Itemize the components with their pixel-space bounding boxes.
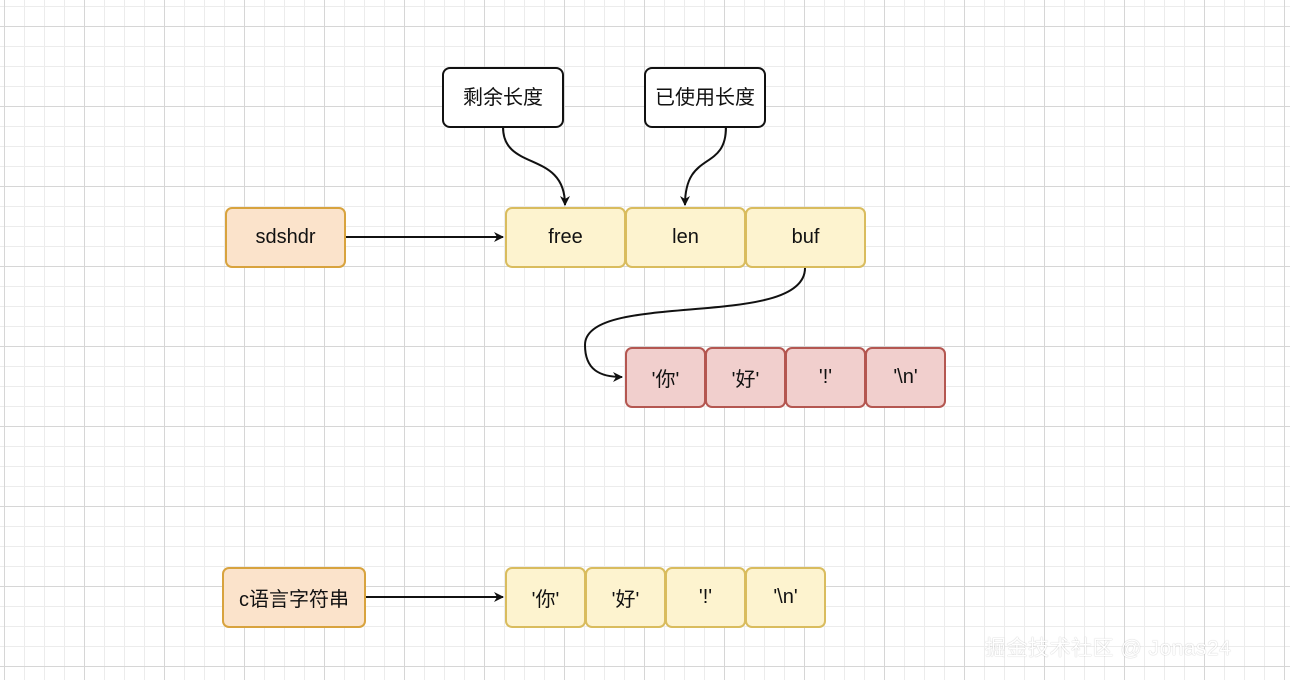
sds-field-len: len bbox=[625, 207, 746, 268]
c-char-newline: '\n' bbox=[745, 567, 826, 628]
arrow-buf-to-buffer bbox=[583, 267, 806, 382]
buffer-char-exclaim: '!' bbox=[785, 347, 866, 408]
sds-field-free: free bbox=[505, 207, 626, 268]
buffer-char-ni: '你' bbox=[625, 347, 706, 408]
used-length-callout: 已使用长度 bbox=[644, 67, 766, 128]
free-length-callout: 剩余长度 bbox=[442, 67, 564, 128]
sdshdr-box: sdshdr bbox=[225, 207, 346, 268]
c-string-box: c语言字符串 bbox=[222, 567, 366, 628]
c-char-hao: '好' bbox=[585, 567, 666, 628]
sds-field-buf: buf bbox=[745, 207, 866, 268]
watermark: 掘金技术社区 @ Jonas24 bbox=[985, 637, 1232, 660]
buffer-char-newline: '\n' bbox=[865, 347, 946, 408]
arrow-used-label-to-len bbox=[680, 126, 727, 206]
c-char-ni: '你' bbox=[505, 567, 586, 628]
c-char-exclaim: '!' bbox=[665, 567, 746, 628]
buffer-char-hao: '好' bbox=[705, 347, 786, 408]
arrow-free-label-to-free bbox=[502, 126, 570, 206]
